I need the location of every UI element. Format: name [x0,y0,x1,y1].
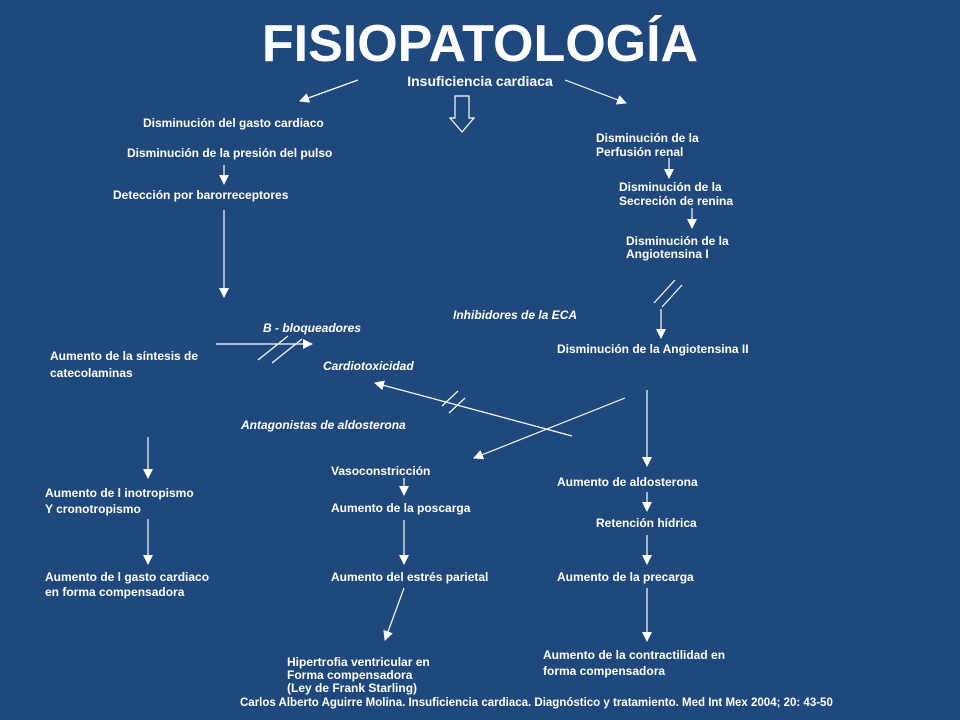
arrow-aldo-cardiotox [374,380,573,437]
hollow-down-arrow [448,95,476,133]
block-ieca-1 [653,279,676,304]
node-retencion: Retención hídrica [596,516,697,530]
arrow-root-right [564,79,627,105]
node-perfusion-2: Perfusión renal [596,145,684,159]
node-gastocomp-2: en forma compensadora [45,585,185,599]
arrow-estres-hiper [383,587,405,641]
drug-bblock: B - bloqueadores [263,321,362,335]
node-renina-2: Secreción de renina [619,194,734,208]
node-catecol-2: catecolaminas [50,366,133,380]
node-gasto: Disminución del gasto cardiaco [143,116,324,130]
node-poscarga: Aumento de la poscarga [331,501,471,515]
node-contract-1: Aumento de la contractilidad en [543,648,726,662]
block-ieca-2 [661,284,683,308]
node-baro: Detección por barorreceptores [113,188,289,202]
block-bb-1 [257,335,289,361]
drug-antialdo: Antagonistas de aldosterona [241,418,406,432]
node-precarga: Aumento de la precarga [557,570,694,584]
node-hiper-1: Hipertrofia ventricular en [287,655,430,669]
node-perfusion-1: Disminución de la [596,131,699,145]
page-title: FISIOPATOLOGÍA [261,15,699,73]
node-hiper-3: (Ley de Frank Starling) [287,681,418,695]
node-catecol-1: Aumento de la síntesis de [50,349,199,363]
node-estres: Aumento del estrés parietal [331,570,489,584]
block-antialdo-1 [441,390,459,407]
arrow-root-left [299,79,359,103]
node-vaso: Vasoconstricción [331,464,431,478]
drug-cardiotox: Cardiotoxicidad [323,359,414,373]
node-angio1-2: Angiotensina I [626,247,709,261]
node-inotrop-1: Aumento de l inotropismo [45,486,194,500]
node-inotrop-2: Y cronotropismo [45,502,141,516]
node-contract-2: forma compensadora [543,664,666,678]
node-angio2: Disminución de la Angiotensina II [557,342,749,356]
node-hiper-2: Forma compensadora [287,668,413,682]
block-bb-2 [271,338,303,364]
node-gastocomp-1: Aumento de l gasto cardiaco [45,570,210,584]
node-aldo: Aumento de aldosterona [557,475,698,489]
node-angio1-1: Disminución de la [626,234,729,248]
root-node: Insuficiencia cardiaca [407,73,553,89]
block-antialdo-2 [448,397,466,414]
arrow-angio2-vaso [473,397,626,460]
drug-ieca: Inhibidores de la ECA [453,308,578,322]
reference-citation: Carlos Alberto Aguirre Molina. Insuficie… [240,697,833,709]
node-presion: Disminución de la presión del pulso [127,146,333,160]
node-renina-1: Disminución de la [619,180,722,194]
